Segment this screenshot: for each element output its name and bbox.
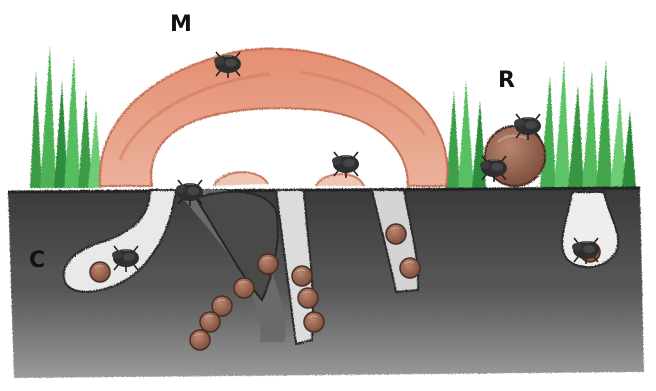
dung-beetle-icon (332, 152, 359, 178)
brood-ball-icon (292, 266, 312, 286)
label-m: M (170, 14, 192, 36)
dung-pat-icon (100, 49, 448, 186)
brood-ball-icon (400, 258, 420, 278)
brood-ball-icon (304, 312, 324, 332)
tunnel-mounds (214, 172, 364, 186)
brood-ball-icon (386, 224, 406, 244)
label-r: R (498, 70, 515, 92)
brood-ball-icon (90, 262, 110, 282)
label-c: C (29, 250, 45, 272)
brood-ball-icon (190, 330, 210, 350)
brood-ball-icon (258, 254, 278, 274)
brood-ball-icon (234, 278, 254, 298)
brood-ball-icon (200, 312, 220, 332)
grass-tuft-left (30, 45, 102, 188)
brood-ball-icon (298, 288, 318, 308)
